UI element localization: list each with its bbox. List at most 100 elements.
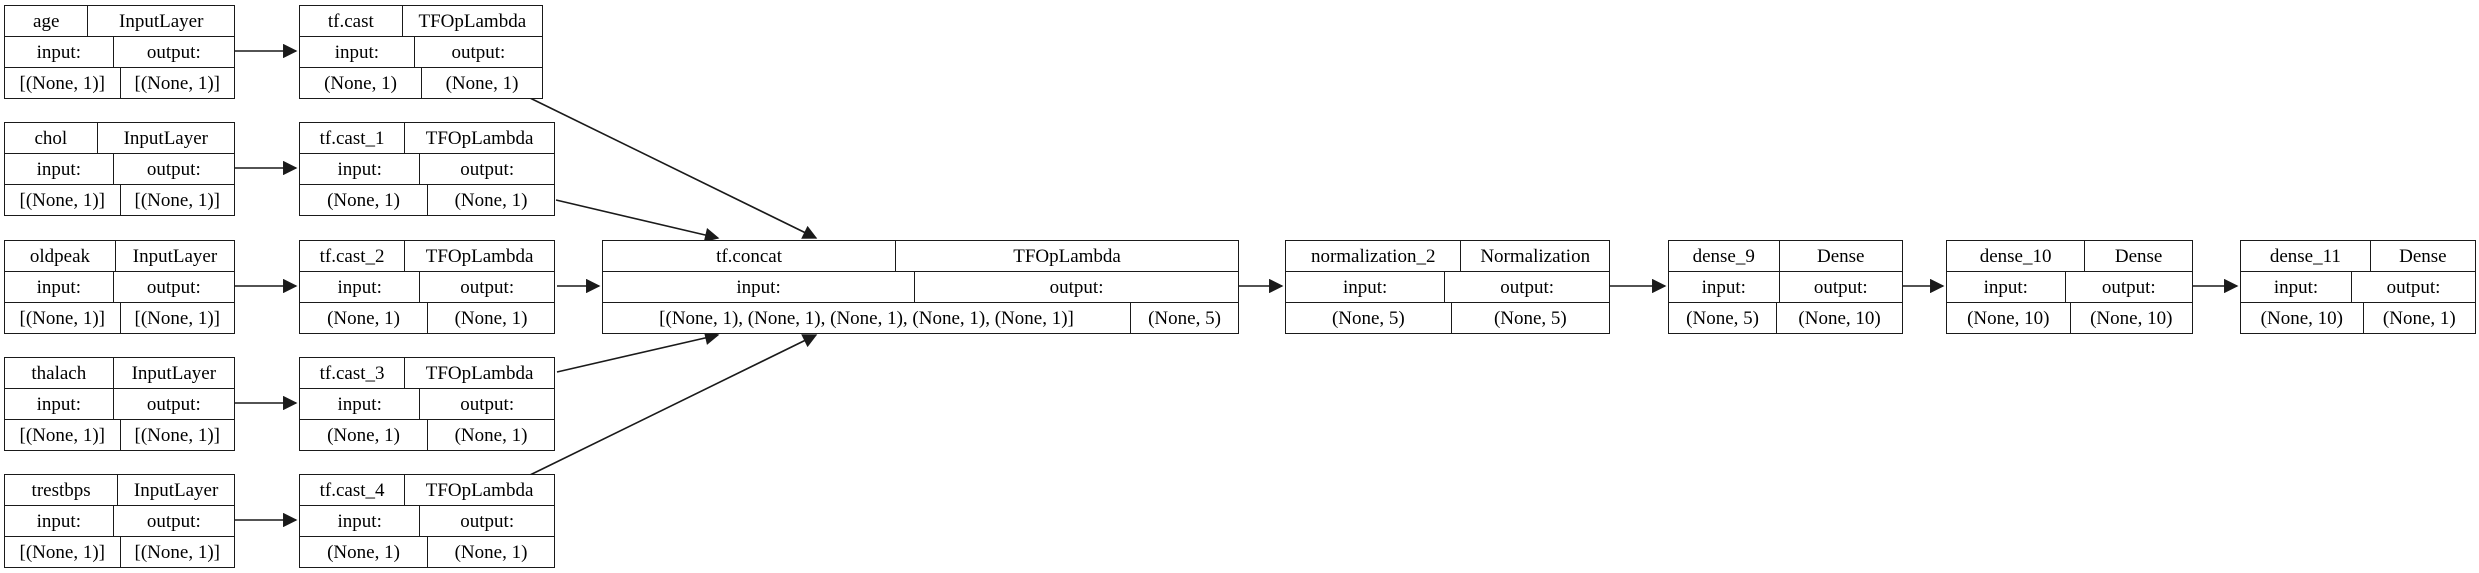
node-tf-cast-1: tf.cast_1 TFOpLambda input: output: (Non… xyxy=(299,122,555,216)
output-label: output: xyxy=(2064,272,2192,302)
input-label: input: xyxy=(36,158,81,180)
output-shape: [(None, 1)] xyxy=(119,537,235,567)
input-shape: [(None, 1), (None, 1), (None, 1), (None,… xyxy=(659,307,1074,329)
output-label: output: xyxy=(1444,272,1609,302)
input-label: input: xyxy=(36,510,81,532)
input-shape: [(None, 1)] xyxy=(19,189,105,211)
layer-type: InputLayer xyxy=(96,123,234,153)
input-label: input: xyxy=(1701,276,1746,298)
edge-tfcast-to-concat xyxy=(529,97,818,239)
output-shape: (None, 1) xyxy=(2362,303,2475,333)
node-tf-cast-3: tf.cast_3 TFOpLambda input: output: (Non… xyxy=(299,357,555,451)
output-shape: [(None, 1)] xyxy=(119,185,235,215)
layer-type: InputLayer xyxy=(117,475,234,505)
layer-type: Normalization xyxy=(1460,241,1609,271)
output-shape: (None, 1) xyxy=(427,420,554,450)
node-tf-cast-2: tf.cast_2 TFOpLambda input: output: (Non… xyxy=(299,240,555,334)
output-shape: [(None, 1)] xyxy=(119,303,235,333)
edge-tfcast3-to-concat xyxy=(556,330,720,373)
layer-type: Dense xyxy=(2084,241,2192,271)
input-shape: [(None, 1)] xyxy=(19,307,105,329)
output-shape: (None, 1) xyxy=(421,68,542,98)
layer-type: Dense xyxy=(1778,241,1903,271)
output-label: output: xyxy=(112,506,234,536)
output-label: output: xyxy=(419,389,554,419)
output-label: output: xyxy=(2350,272,2475,302)
output-label: output: xyxy=(413,37,542,67)
input-label: input: xyxy=(736,276,781,298)
layer-name: trestbps xyxy=(31,479,91,501)
layer-type: TFOpLambda xyxy=(404,475,554,505)
output-shape: [(None, 1)] xyxy=(119,420,235,450)
input-shape: [(None, 1)] xyxy=(19,541,105,563)
input-label: input: xyxy=(36,41,81,63)
input-shape: (None, 1) xyxy=(327,189,400,211)
output-shape: (None, 10) xyxy=(2069,303,2193,333)
layer-name: tf.cast_3 xyxy=(319,362,385,384)
layer-type: TFOpLambda xyxy=(404,123,554,153)
node-tf-cast: tf.cast TFOpLambda input: output: (None,… xyxy=(299,5,543,99)
layer-name: tf.cast_1 xyxy=(319,127,385,149)
layer-type: InputLayer xyxy=(87,6,234,36)
input-shape: (None, 1) xyxy=(324,72,397,94)
output-shape: (None, 10) xyxy=(1776,303,1902,333)
edge-tfcast1-to-concat xyxy=(555,199,720,243)
input-label: input: xyxy=(337,276,382,298)
output-label: output: xyxy=(419,272,554,302)
output-shape: (None, 5) xyxy=(1130,303,1238,333)
node-dense-9: dense_9 Dense input: output: (None, 5) (… xyxy=(1668,240,1903,334)
input-shape: (None, 10) xyxy=(2260,307,2343,329)
layer-name: dense_9 xyxy=(1692,245,1755,267)
input-shape: (None, 5) xyxy=(1686,307,1759,329)
layer-type: Dense xyxy=(2369,241,2475,271)
layer-name: tf.cast_4 xyxy=(319,479,385,501)
output-label: output: xyxy=(112,389,234,419)
layer-type: TFOpLambda xyxy=(404,241,554,271)
layer-name: dense_11 xyxy=(2269,245,2341,267)
layer-name: chol xyxy=(34,127,68,149)
output-label: output: xyxy=(419,154,554,184)
input-label: input: xyxy=(334,41,380,63)
layer-name: tf.cast_2 xyxy=(319,245,385,267)
input-label: input: xyxy=(337,393,382,415)
node-dense-10: dense_10 Dense input: output: (None, 10)… xyxy=(1946,240,2193,334)
input-shape: (None, 1) xyxy=(327,424,400,446)
layer-type: TFOpLambda xyxy=(401,6,542,36)
input-shape: (None, 1) xyxy=(327,307,400,329)
node-dense-11: dense_11 Dense input: output: (None, 10)… xyxy=(2240,240,2476,334)
output-shape: (None, 1) xyxy=(427,537,554,567)
layer-name: normalization_2 xyxy=(1310,245,1436,267)
layer-name: dense_10 xyxy=(1979,245,2052,267)
output-label: output: xyxy=(914,272,1238,302)
input-label: input: xyxy=(1342,276,1388,298)
input-label: input: xyxy=(1983,276,2028,298)
layer-name: tf.cast xyxy=(327,10,374,32)
output-label: output: xyxy=(112,37,234,67)
layer-name: thalach xyxy=(31,362,87,384)
output-shape: [(None, 1)] xyxy=(119,68,235,98)
input-shape: [(None, 1)] xyxy=(19,72,105,94)
input-shape: (None, 1) xyxy=(327,541,400,563)
layer-name: oldpeak xyxy=(29,245,91,267)
node-thalach: thalach InputLayer input: output: [(None… xyxy=(4,357,235,451)
output-label: output: xyxy=(1778,272,1903,302)
layer-name: age xyxy=(33,10,60,32)
node-tf-concat: tf.concat TFOpLambda input: output: [(No… xyxy=(602,240,1239,334)
input-shape: [(None, 1)] xyxy=(19,424,105,446)
output-label: output: xyxy=(112,272,234,302)
node-oldpeak: oldpeak InputLayer input: output: [(None… xyxy=(4,240,235,334)
node-normalization-2: normalization_2 Normalization input: out… xyxy=(1285,240,1610,334)
input-shape: (None, 10) xyxy=(1967,307,2050,329)
input-label: input: xyxy=(36,393,81,415)
input-label: input: xyxy=(2273,276,2319,298)
node-chol: chol InputLayer input: output: [(None, 1… xyxy=(4,122,235,216)
node-trestbps: trestbps InputLayer input: output: [(Non… xyxy=(4,474,235,568)
output-label: output: xyxy=(112,154,234,184)
output-label: output: xyxy=(419,506,554,536)
input-shape: (None, 5) xyxy=(1331,307,1405,329)
input-label: input: xyxy=(337,158,382,180)
input-label: input: xyxy=(36,276,81,298)
layer-type: TFOpLambda xyxy=(895,241,1238,271)
node-age: age InputLayer input: output: [(None, 1)… xyxy=(4,5,235,99)
